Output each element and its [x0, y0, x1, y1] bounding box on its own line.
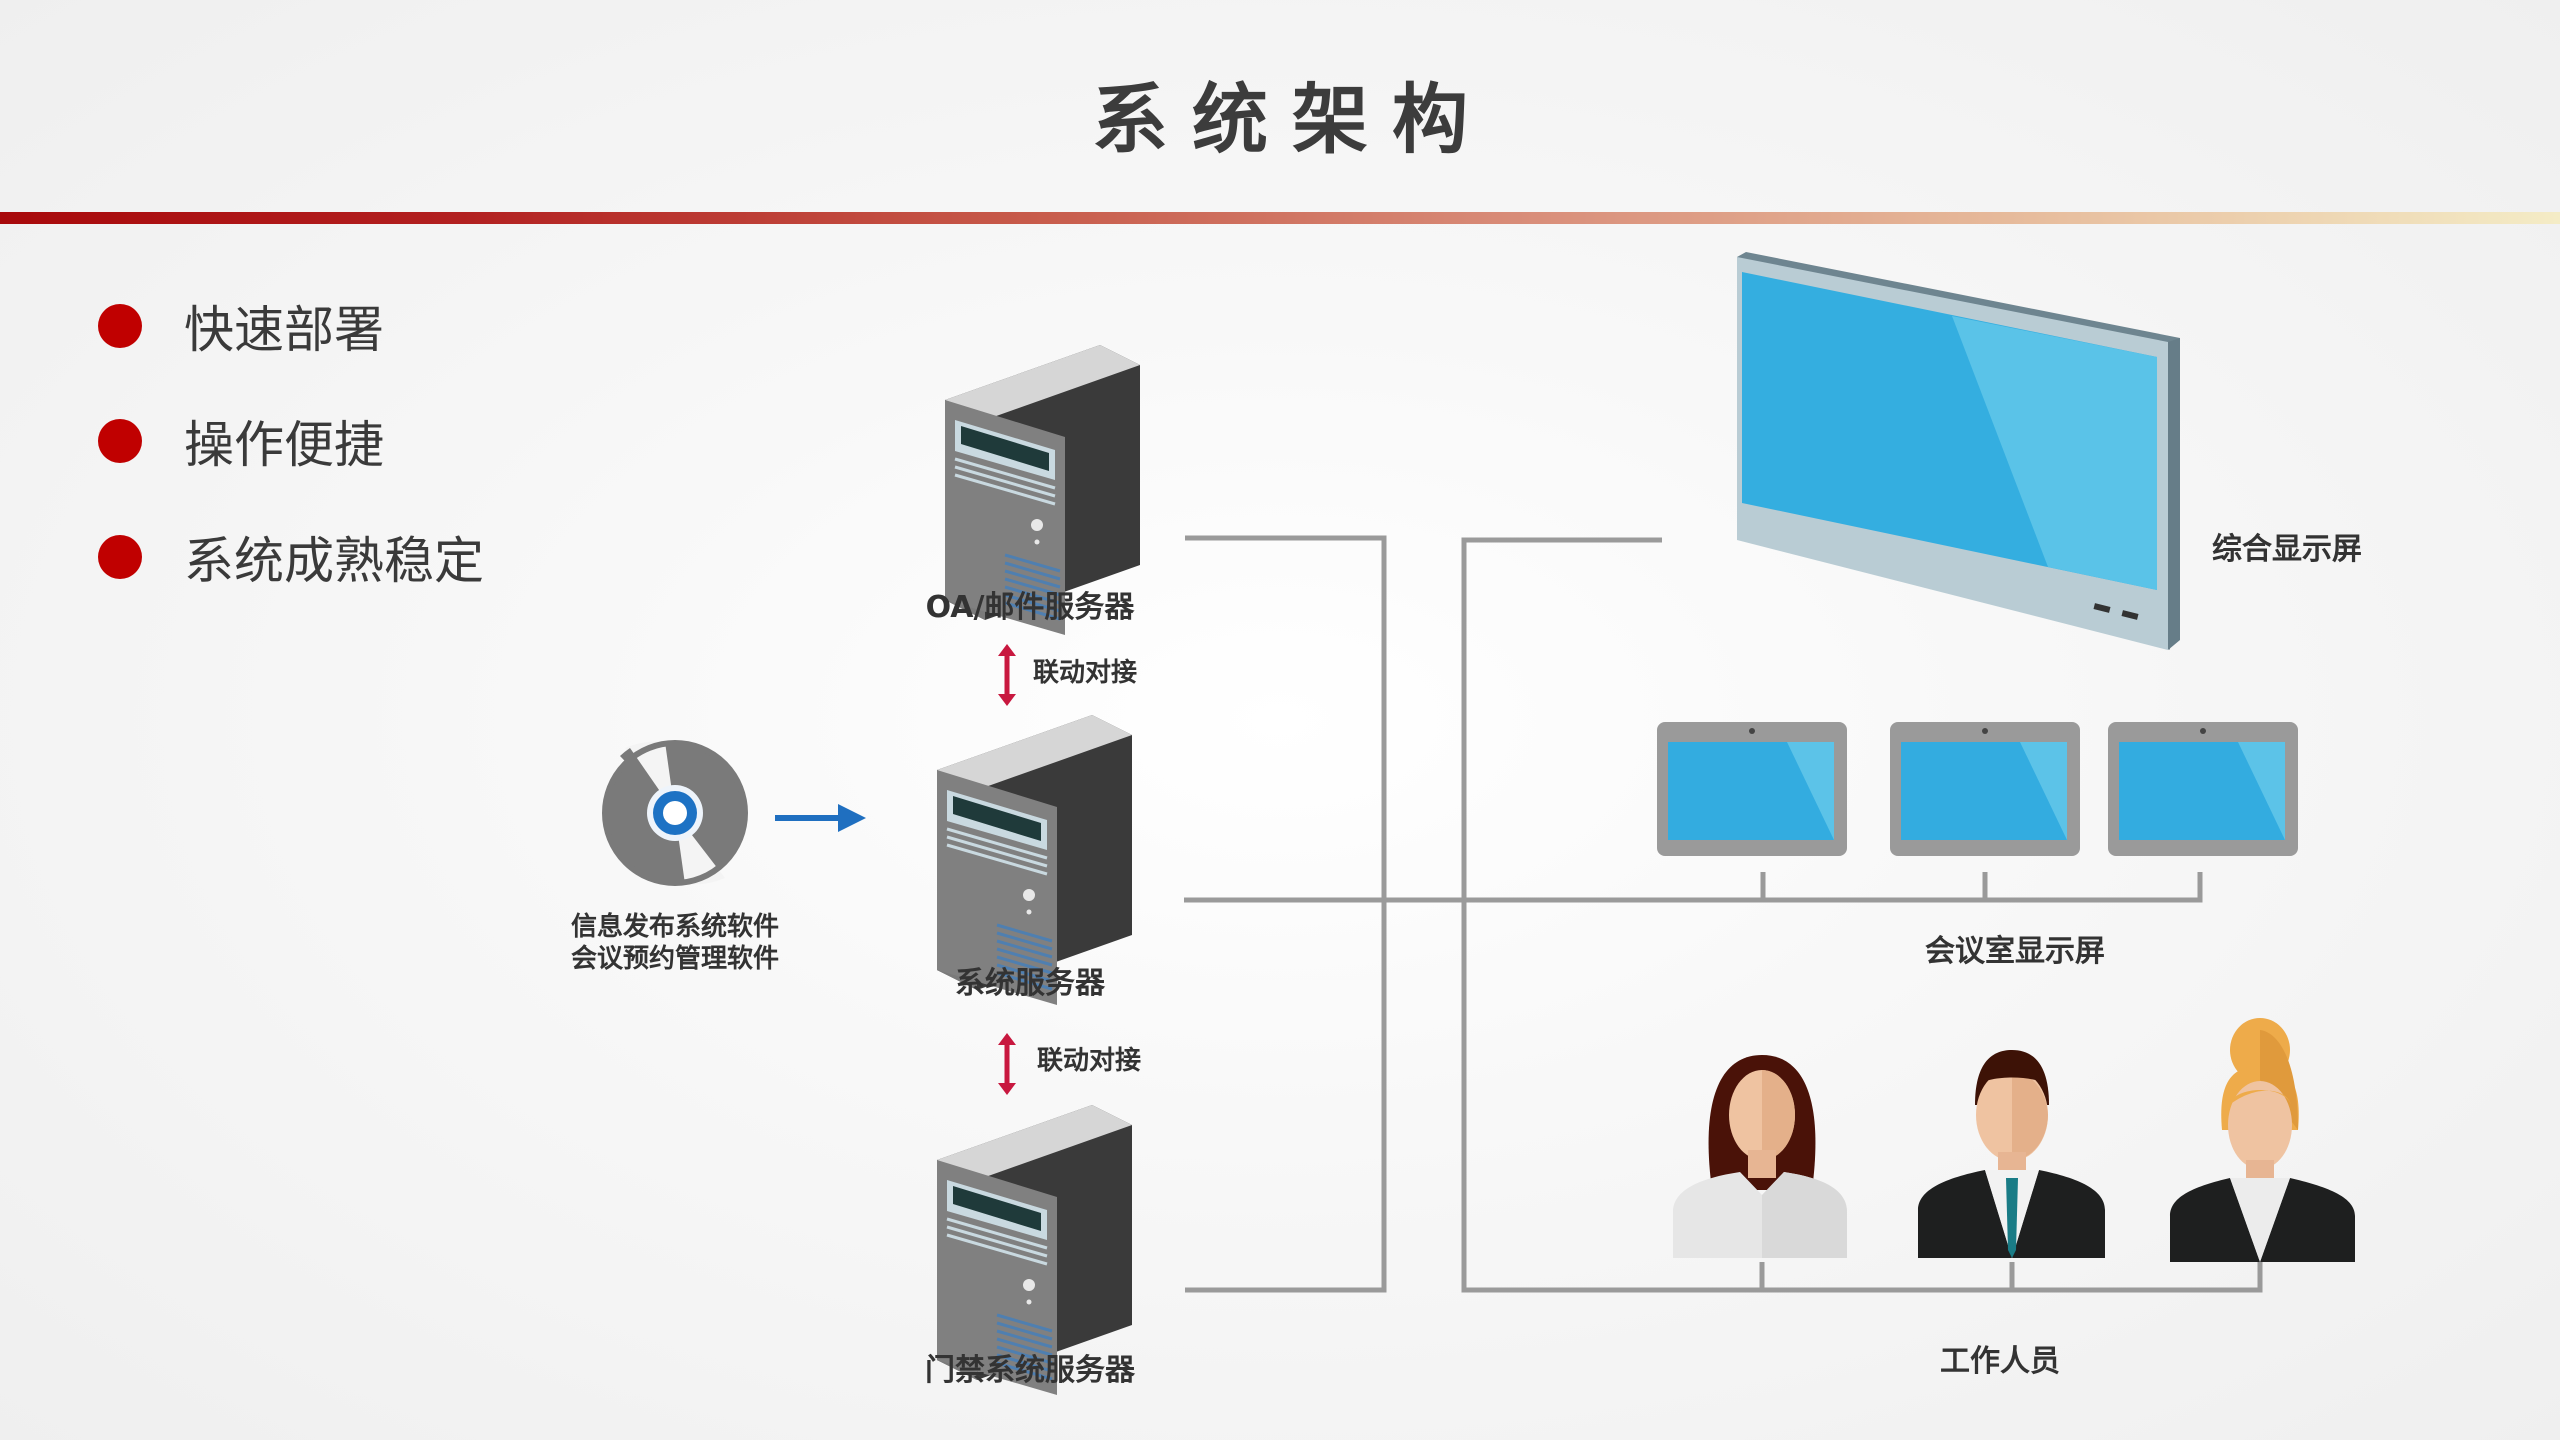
bullet-dot-icon: [98, 419, 142, 463]
link-label: 联动对接: [1033, 658, 1138, 688]
feature-item: 系统成熟稳定: [98, 527, 484, 590]
server-label: 门禁系统服务器: [925, 1353, 1135, 1388]
server-bus-line: [1185, 535, 1387, 1293]
software-label-line1: 信息发布系统软件: [570, 912, 779, 942]
title-divider: [0, 212, 2560, 224]
bullet-dot-icon: [98, 535, 142, 579]
link-double-arrow-icon: [998, 644, 1016, 706]
person-icon: [1918, 1050, 2105, 1258]
software-label-line2: 会议预约管理软件: [570, 944, 779, 974]
server-label: 系统服务器: [955, 966, 1105, 1001]
feature-item: 操作便捷: [98, 411, 384, 474]
main-display-label: 综合显示屏: [2212, 532, 2362, 567]
room-display-icon: [1890, 722, 2080, 856]
page-title: 系统架构: [1092, 75, 1492, 164]
person-icon: [2170, 1018, 2355, 1262]
bullet-dot-icon: [98, 304, 142, 348]
link-label: 联动对接: [1037, 1046, 1142, 1076]
feature-label: 系统成熟稳定: [184, 532, 484, 590]
staff-label: 工作人员: [1940, 1344, 2060, 1379]
flow-arrow-icon: [775, 804, 866, 832]
person-icon: [1673, 1055, 1847, 1258]
server-label: OA/邮件服务器: [925, 590, 1135, 625]
client-bus-line: [1461, 537, 2263, 1293]
link-double-arrow-icon: [998, 1033, 1016, 1095]
connector-lines: [1184, 535, 2263, 1293]
feature-label: 操作便捷: [184, 416, 384, 474]
disc-icon: [602, 740, 748, 886]
room-display-bus-line: [1184, 872, 2203, 903]
room-display-icon: [2108, 722, 2298, 856]
feature-label: 快速部署: [184, 301, 384, 359]
large-display-icon: [1737, 252, 2180, 650]
room-display-icon: [1657, 722, 1847, 856]
room-display-label: 会议室显示屏: [1925, 934, 2105, 969]
feature-item: 快速部署: [98, 296, 384, 359]
